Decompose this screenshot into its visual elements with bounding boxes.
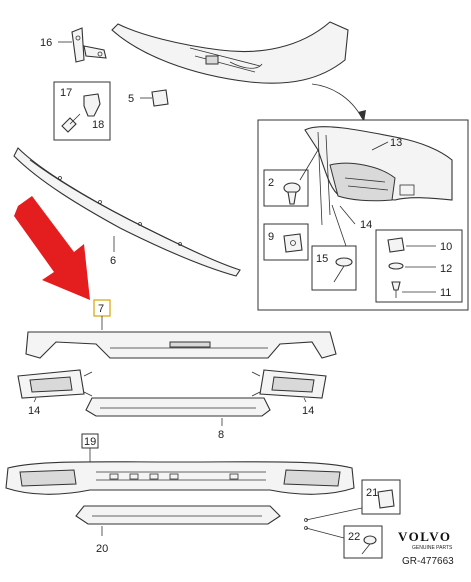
diffuser-part-7 (25, 331, 337, 359)
screw-box-15 (311, 245, 357, 291)
label-11: 11 (440, 287, 451, 299)
washer-part-12 (388, 262, 404, 270)
label-8: 8 (218, 429, 224, 441)
label-22: 22 (348, 531, 360, 543)
label-17: 17 (60, 87, 72, 99)
inset-bumper-section (304, 126, 453, 226)
label-14-left: 14 (28, 405, 40, 417)
label-9: 9 (268, 231, 274, 243)
lower-panel-part-19 (5, 461, 355, 495)
label-14-right: 14 (302, 405, 314, 417)
clip-part-5 (140, 89, 169, 107)
clip-part-2 (283, 182, 301, 205)
label-7: 7 (98, 303, 104, 315)
label-15: 15 (316, 253, 328, 265)
screw-part-15 (333, 257, 353, 283)
trim-strip-part-6 (13, 147, 241, 277)
brand-logo: VOLVO (398, 529, 451, 544)
label-5: 5 (128, 93, 134, 105)
trim-part-8 (85, 397, 271, 417)
screw-part-22 (361, 535, 377, 555)
label-16: 16 (40, 37, 52, 49)
label-20: 20 (96, 543, 108, 555)
rear-bumper-cover (111, 21, 349, 84)
label-6: 6 (110, 255, 116, 267)
brand-tagline: GENUINE PARTS (412, 545, 453, 551)
label-21: 21 (366, 487, 378, 499)
nut-part-18 (83, 93, 101, 117)
highlight-arrow (14, 196, 90, 300)
screw-part-11 (391, 281, 401, 298)
exhaust-tip-left (17, 369, 93, 399)
label-12: 12 (440, 263, 452, 275)
exhaust-tip-right (251, 369, 327, 399)
fastener-box-17-18 (53, 81, 111, 141)
bracket-part-16 (58, 27, 107, 63)
clip-part-9 (283, 233, 303, 253)
nut-part-10 (387, 237, 405, 253)
label-10: 10 (440, 241, 452, 253)
screw-part-17 (61, 113, 81, 133)
label-19: 19 (84, 436, 96, 448)
trim-part-20 (75, 505, 281, 525)
label-18: 18 (92, 119, 104, 131)
clip-part-21 (377, 489, 395, 509)
reference-code: GR-477663 (402, 556, 454, 567)
label-13: 13 (390, 137, 402, 149)
label-14-inset: 14 (360, 219, 372, 231)
label-2: 2 (268, 177, 274, 189)
